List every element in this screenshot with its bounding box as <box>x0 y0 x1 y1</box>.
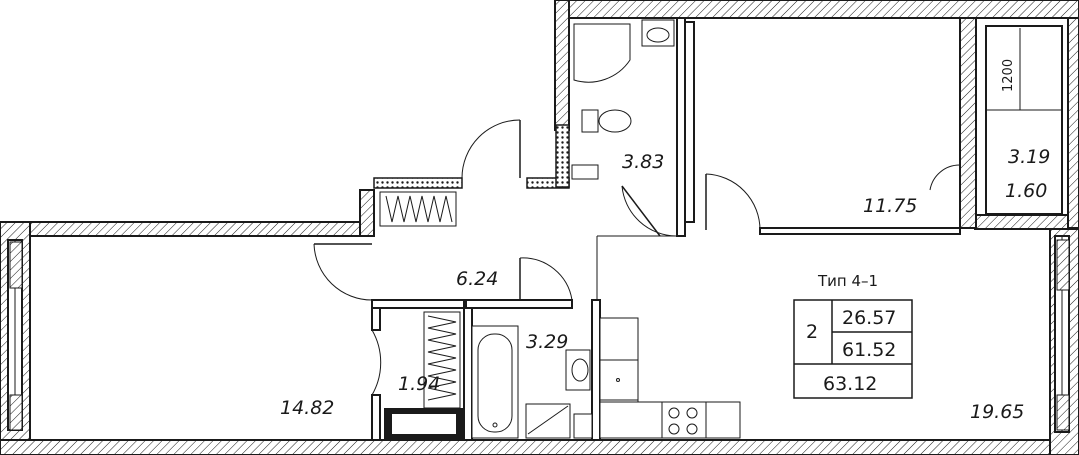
closet-top-partition <box>371 299 473 309</box>
room-area-bedroom-top: 11.75 <box>863 195 917 217</box>
balcony-door-swing <box>929 164 961 191</box>
summary-total-with-balcony: 63.12 <box>823 373 877 395</box>
stove-icon <box>661 401 707 439</box>
summary-living-area: 26.57 <box>842 307 896 329</box>
bottom-exterior-wall <box>0 439 1079 455</box>
closet-left-lower <box>371 394 381 441</box>
room-labels: 3.83 11.75 3.19 1.60 6.24 3.29 1.94 14.8… <box>280 146 1050 423</box>
bath2-top-partition <box>465 299 573 309</box>
balcony-right-wall <box>1067 17 1079 229</box>
balcony-bottom-wall <box>974 214 1079 230</box>
interior-walls <box>371 17 961 441</box>
living-door-swing <box>313 243 373 301</box>
bath-left-wall <box>554 0 570 131</box>
closet-right-partition <box>463 299 473 441</box>
doors <box>313 119 961 396</box>
apartment-type-label: Тип 4–1 <box>817 272 878 290</box>
toilet-bottom-icon <box>573 413 593 439</box>
closet-door-swing <box>371 329 382 396</box>
heater-wall <box>373 177 463 189</box>
summary-rooms: 2 <box>806 321 818 343</box>
summary-total-area: 61.52 <box>842 339 896 361</box>
room-area-hallway: 6.24 <box>456 268 498 290</box>
room-area-closet: 1.94 <box>398 373 440 395</box>
bedroom-bottom-partition <box>759 227 961 235</box>
bath-left-partition <box>555 124 570 188</box>
entrance-door-swing <box>461 119 521 179</box>
top-exterior-wall <box>554 0 1079 19</box>
fixtures <box>379 19 741 440</box>
windows <box>7 21 1070 433</box>
shower-icon <box>573 23 631 83</box>
closet-rack-icon <box>423 311 461 409</box>
washing-machine-icon <box>525 403 571 439</box>
entrance-niche-wall <box>359 189 375 237</box>
room-area-balcony-primary: 3.19 <box>1008 146 1050 168</box>
balcony: 1200 <box>985 25 1063 215</box>
bathtub-icon <box>471 325 519 439</box>
toilet-top-icon <box>581 109 599 133</box>
utility-box-icon <box>571 164 599 180</box>
bedroom-door-swing <box>705 173 761 231</box>
radiator-icon <box>379 191 457 227</box>
room-area-kitchen-living: 19.65 <box>970 401 1024 423</box>
apartment-summary: Тип 4–1 2 26.57 61.52 63.12 <box>793 272 913 399</box>
summary-box <box>793 299 913 399</box>
bath-door-swing <box>621 185 677 237</box>
balcony-frame <box>985 25 1063 215</box>
balcony-left-wall <box>959 17 977 229</box>
room-area-balcony-secondary: 1.60 <box>1005 180 1047 202</box>
washbasin-bottom-icon <box>565 349 591 391</box>
room-area-bathroom-bottom: 3.29 <box>526 331 568 353</box>
room-area-living-room: 14.82 <box>280 397 334 419</box>
living-top-wall <box>0 221 361 237</box>
bath-right-partition <box>676 17 686 237</box>
bath2-right-partition <box>591 299 601 441</box>
bath2-door-swing <box>519 257 573 301</box>
room-area-bathroom-top: 3.83 <box>622 151 664 173</box>
balcony-depth-dimension: 1200 <box>1001 59 1016 92</box>
